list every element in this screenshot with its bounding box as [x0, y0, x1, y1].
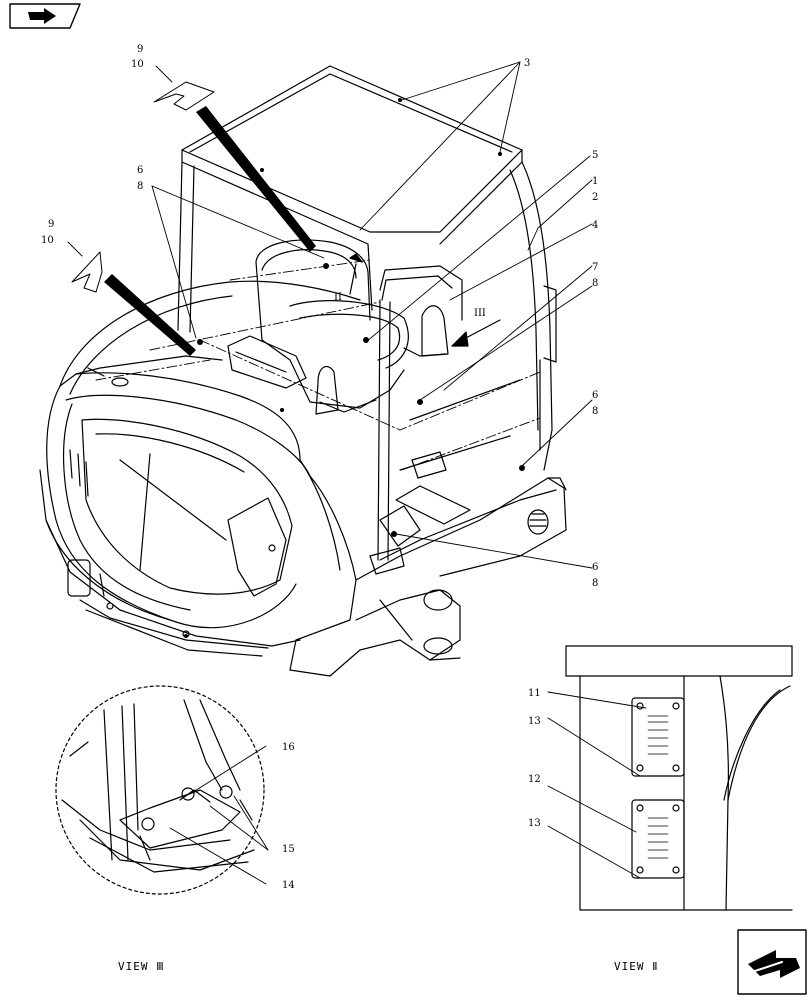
leader-lines [67, 61, 647, 885]
callout-6a: 6 [137, 165, 143, 176]
decal-9-10 [71, 81, 215, 293]
fastener-dots [184, 98, 525, 638]
callout-4: 4 [592, 220, 598, 231]
callout-8a: 8 [137, 181, 143, 192]
callout-3: 3 [524, 58, 530, 69]
callout-15: 15 [282, 844, 295, 855]
upper-frame [289, 379, 567, 677]
callout-13b: 13 [528, 818, 541, 829]
view-marker-3: III [474, 308, 486, 319]
callout-8b: 8 [592, 278, 598, 289]
callout-7: 7 [592, 262, 598, 273]
next-page-button[interactable] [736, 928, 808, 996]
callout-2: 2 [592, 192, 598, 203]
canopy [177, 65, 557, 561]
view-2-detail [565, 645, 793, 911]
next-button-frame [737, 929, 807, 995]
pointer-wedges [104, 106, 316, 356]
callout-6c: 6 [592, 562, 598, 573]
callout-10b: 10 [41, 235, 54, 246]
view-arrows [349, 253, 501, 347]
callout-8d: 8 [592, 578, 598, 589]
callout-9a: 9 [137, 44, 143, 55]
view-marker-2: II [334, 292, 342, 303]
callout-9b: 9 [48, 219, 54, 230]
callout-1: 1 [592, 176, 598, 187]
callout-11: 11 [528, 688, 541, 699]
callout-16: 16 [282, 742, 295, 753]
callout-12: 12 [528, 774, 541, 785]
view-3-detail [55, 685, 265, 895]
view-3-label: VIEW Ⅲ [118, 960, 165, 973]
callout-10a: 10 [131, 59, 144, 70]
callout-8c: 8 [592, 406, 598, 417]
callout-5: 5 [592, 150, 598, 161]
callout-6b: 6 [592, 390, 598, 401]
view-2-label: VIEW Ⅱ [614, 960, 659, 973]
operator-seat [227, 239, 449, 415]
engine-hood [39, 280, 361, 657]
back-button-frame [9, 3, 81, 29]
callout-14: 14 [282, 880, 295, 891]
hidden-lines [95, 259, 541, 471]
callout-13a: 13 [528, 716, 541, 727]
back-button[interactable] [6, 2, 84, 32]
